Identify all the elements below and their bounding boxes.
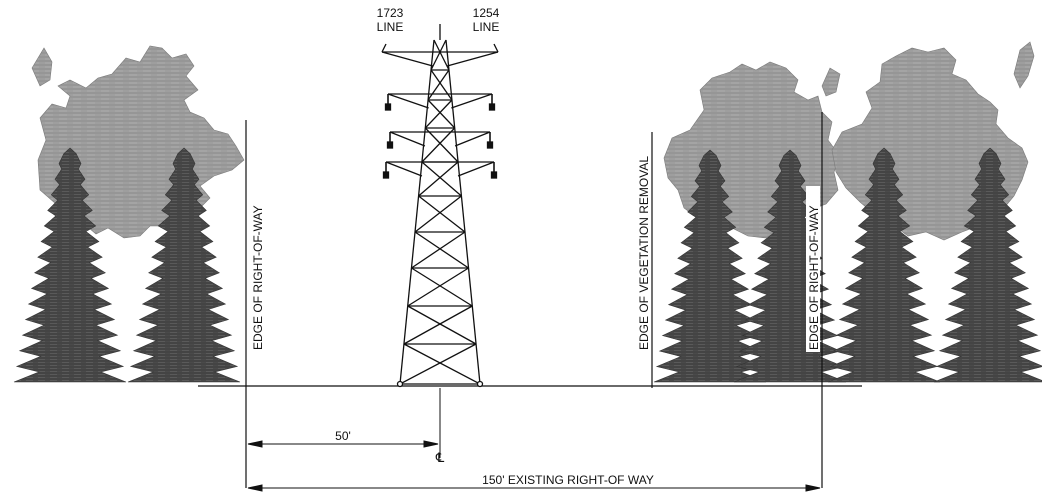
tower-diagonal [407, 267, 469, 307]
tower-diagonal [418, 195, 466, 233]
tower-arm-brace [447, 51, 499, 67]
tower-member [493, 43, 499, 53]
insulator-clamp [384, 103, 392, 111]
tower-diagonal [424, 99, 453, 129]
evergreen-tree [933, 147, 1042, 383]
tower-arm-brace [389, 131, 426, 147]
tower-diagonal [424, 127, 459, 163]
tower-diagonal [430, 69, 453, 101]
tower-diagonal [411, 231, 466, 269]
tower-diagonal [414, 231, 469, 269]
label-backdrop [806, 186, 820, 352]
dimension-150ft [247, 484, 821, 492]
insulator-clamp [488, 103, 496, 111]
tower-arm-brace [454, 131, 491, 147]
tower-diagonal [427, 69, 450, 101]
label-backdrop [251, 192, 265, 352]
tower-arm-brace [387, 93, 429, 109]
edge-row-left-label: EDGE OF RIGHT-OF-WAY [251, 205, 265, 350]
tower-diagonal [427, 99, 456, 129]
tower-arm-brace [451, 93, 493, 109]
canopy-left-small [31, 47, 53, 87]
tower-leg-left [399, 39, 435, 385]
insulator-clamp [490, 171, 498, 179]
right-line-word: LINE [473, 20, 500, 34]
tower-diagonal [411, 267, 473, 307]
tower-diagonal [430, 39, 447, 71]
left-line-word: LINE [377, 20, 404, 34]
tower-diagonal [403, 305, 473, 345]
evergreen-tree [653, 149, 767, 383]
label-backdrop [420, 473, 716, 487]
tower-diagonal [421, 127, 456, 163]
tower-diagonal [421, 161, 462, 197]
evergreen-tree [127, 147, 241, 383]
evergreen-tree [13, 147, 127, 383]
insulator-clamp [486, 141, 494, 149]
tower-diagonal [403, 343, 481, 385]
dimension-150ft-label: 150' EXISTING RIGHT-OF WAY [482, 473, 654, 487]
edge-vegetation-label: EDGE OF VEGETATION REMOVAL [637, 156, 651, 350]
left-line-number: 1723 [377, 6, 404, 20]
canopy-right-small [821, 67, 841, 97]
right-line-number: 1254 [473, 6, 500, 20]
evergreen-tree [827, 147, 941, 383]
tower-member [381, 43, 387, 53]
tower-footing [396, 380, 404, 388]
tower-diagonal [407, 305, 477, 345]
tower-arm-brace [457, 161, 495, 177]
insulator-clamp [386, 141, 394, 149]
tower-arm-brace [381, 51, 433, 67]
insulator-clamp [382, 171, 390, 179]
tower-footing [476, 380, 484, 388]
canopy-right-tip [1013, 41, 1035, 89]
tower-diagonal [433, 39, 450, 71]
centerline-symbol: ℄ [435, 450, 445, 465]
edge-row-right-label: EDGE OF RIGHT-OF-WAY [807, 205, 821, 350]
tower-diagonal [399, 343, 477, 385]
tower-arm-brace [385, 161, 423, 177]
transmission-tower [381, 24, 499, 388]
dimension-50ft-label: 50' [335, 429, 351, 443]
tower-leg-right [445, 39, 481, 385]
tower-diagonal [418, 161, 459, 197]
dimension-50ft [247, 440, 439, 448]
tower-diagonal [414, 195, 462, 233]
